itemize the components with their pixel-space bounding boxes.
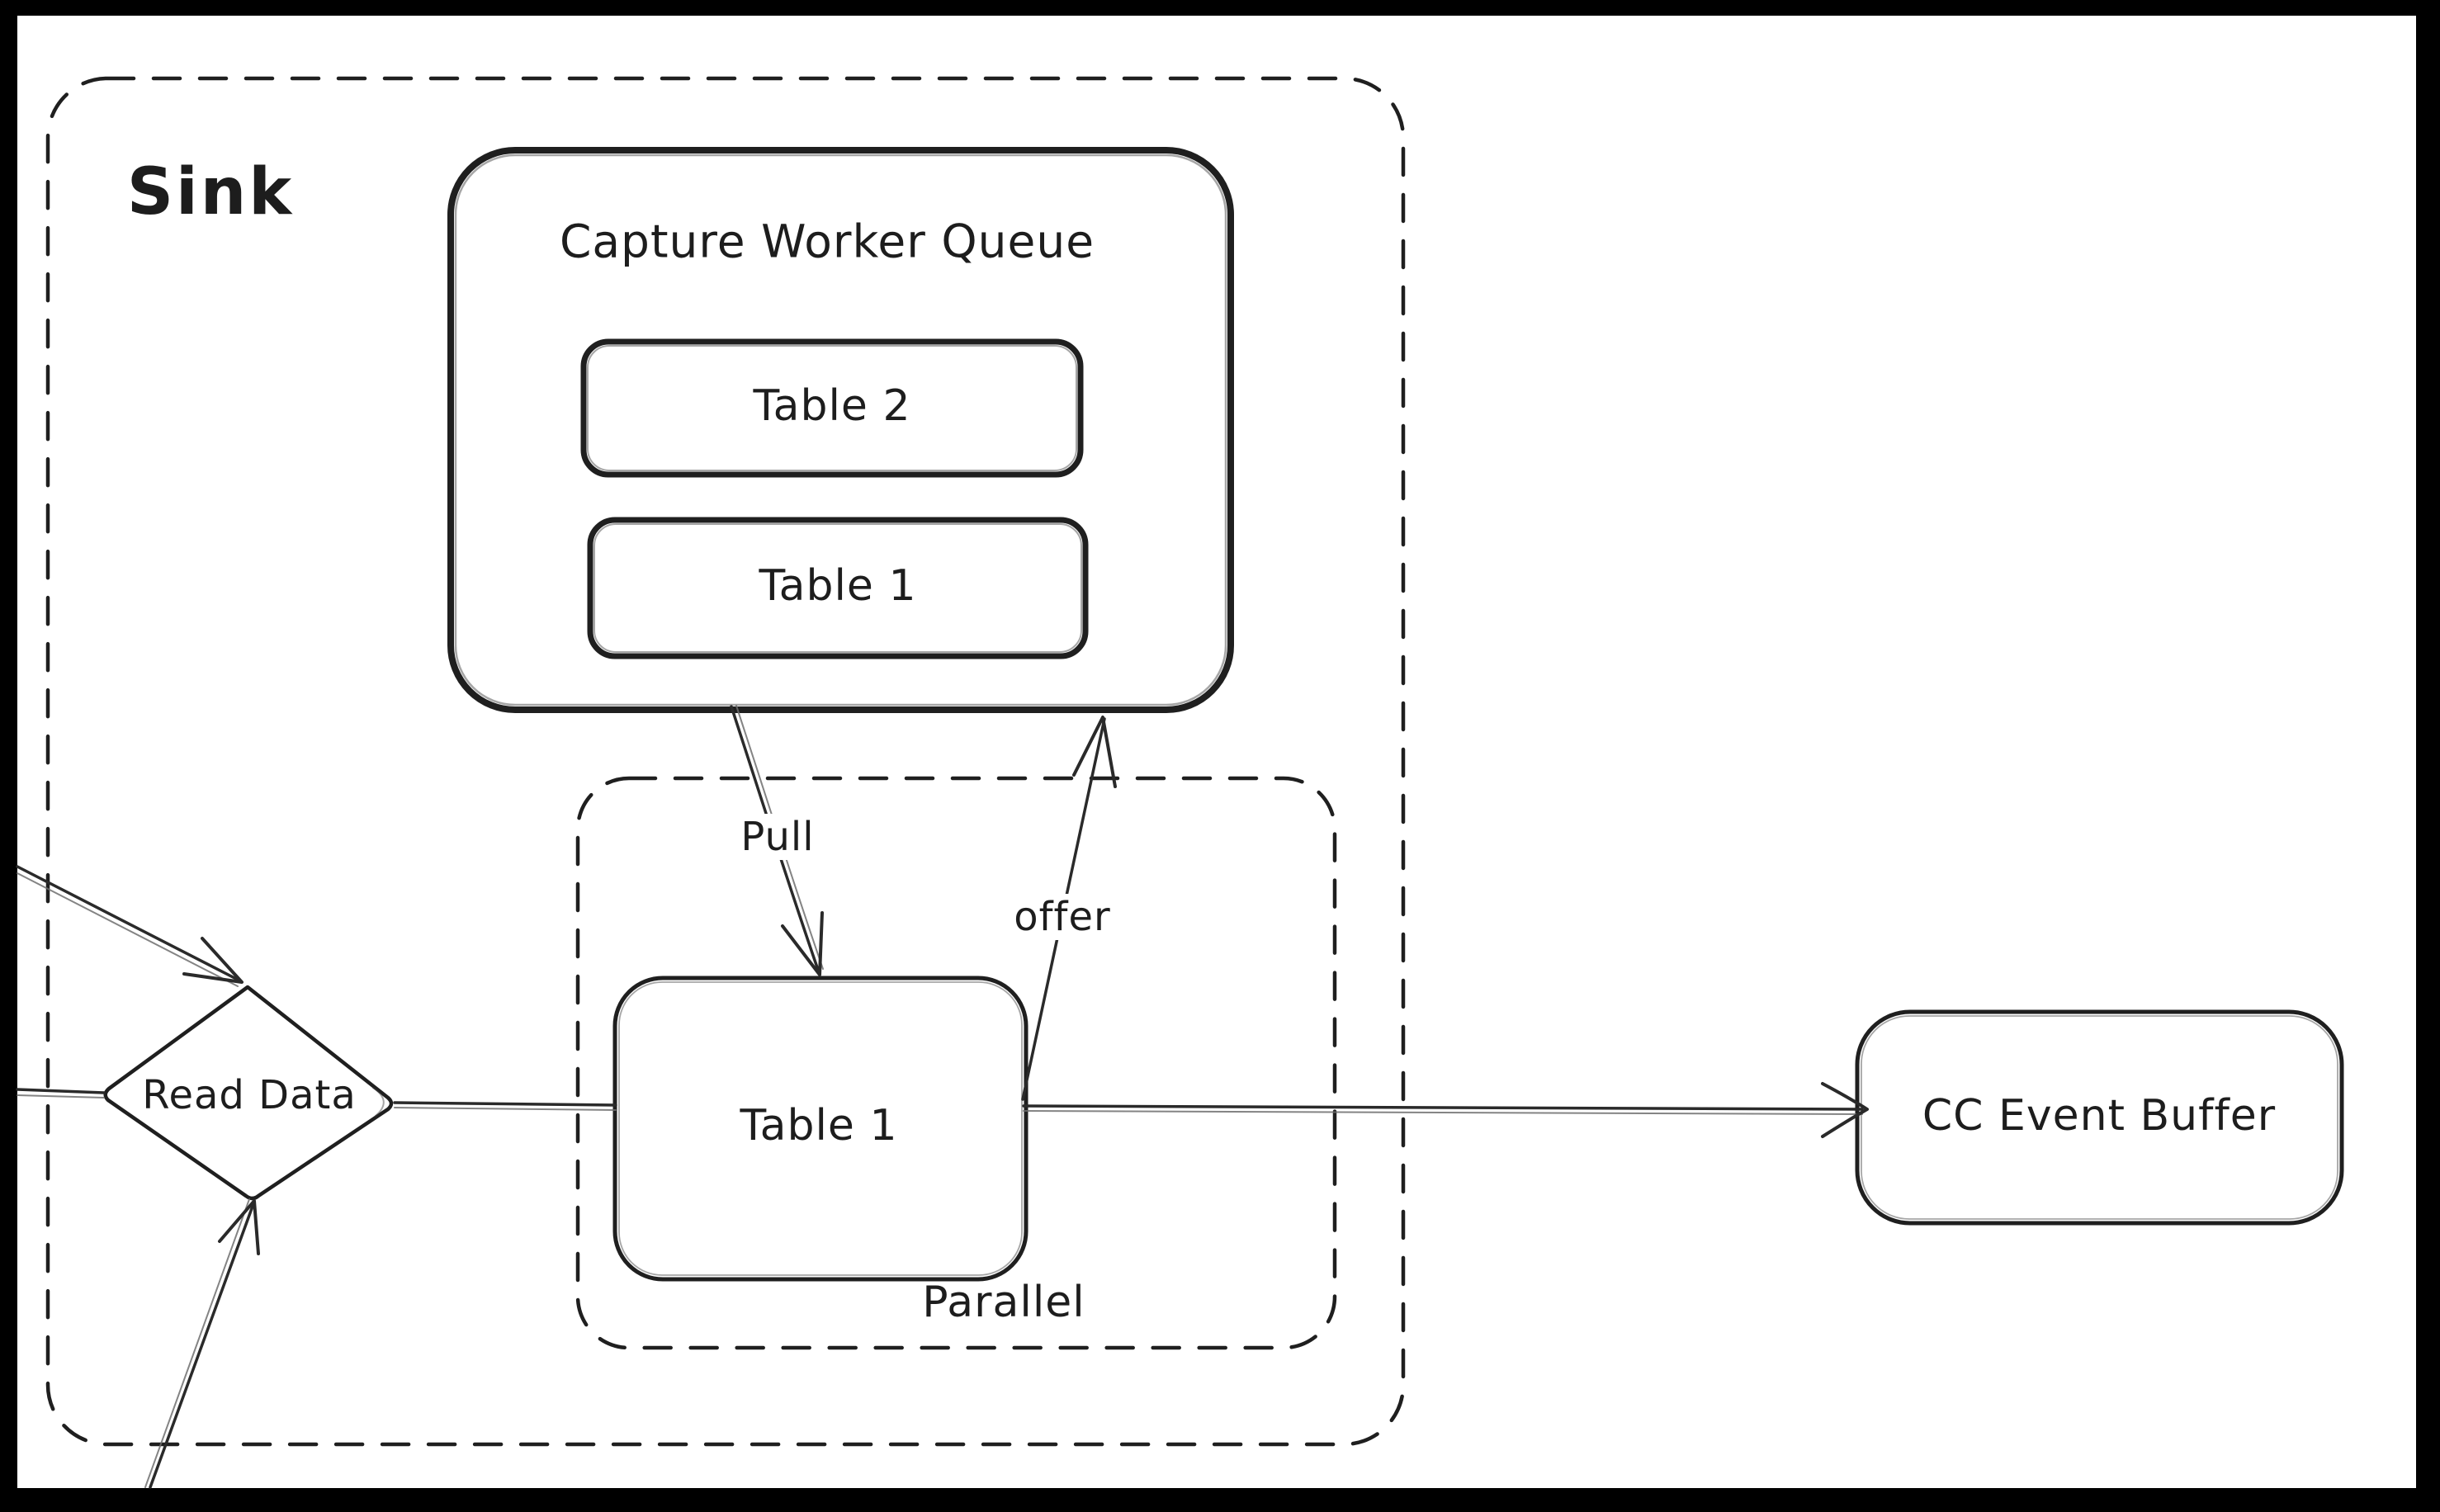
read-data-label: Read Data bbox=[142, 1072, 357, 1118]
read-data-to-table1-connector-echo bbox=[394, 1107, 617, 1111]
capture-worker-queue-title: Capture Worker Queue bbox=[559, 215, 1095, 268]
queue-item-table-2-sketch-echo bbox=[587, 345, 1077, 471]
parallel-group-outline bbox=[575, 776, 1337, 1350]
worker-table-1-sketch-echo bbox=[618, 981, 1023, 1276]
queue-item-table-2-label: Table 2 bbox=[753, 381, 911, 431]
queue-item-table-2-box bbox=[580, 338, 1084, 478]
offer-edge-label: offer bbox=[1004, 894, 1121, 940]
queue-item-table-1-label: Table 1 bbox=[759, 561, 917, 611]
worker-table-1-box bbox=[612, 976, 1028, 1282]
worker-table-1-label: Table 1 bbox=[740, 1101, 898, 1151]
inbound-arrow-bottom-left-arrowhead bbox=[218, 1199, 260, 1255]
inbound-arrow-bottom-left-line bbox=[149, 1200, 256, 1489]
cc-event-buffer-box bbox=[1855, 1009, 2344, 1226]
read-data-diamond-sketch-echo bbox=[372, 1087, 385, 1117]
table1-to-buffer-arrow-line-echo bbox=[1023, 1110, 1863, 1115]
capture-worker-queue-box bbox=[447, 147, 1234, 713]
sink-group-label: Sink bbox=[126, 155, 295, 229]
cc-event-buffer-sketch-echo bbox=[1861, 1015, 2338, 1220]
inbound-arrow-top-left-line-echo bbox=[17, 872, 239, 987]
cc-event-buffer-label: CC Event Buffer bbox=[1922, 1091, 2277, 1141]
offer-arrowhead bbox=[1072, 716, 1117, 788]
diagram-canvas bbox=[17, 16, 2416, 1488]
inbound-line-left bbox=[16, 1088, 106, 1094]
queue-item-table-1-sketch-echo bbox=[593, 523, 1082, 653]
capture-worker-queue-box-sketch-echo bbox=[454, 154, 1227, 706]
inbound-arrow-bottom-left-line-echo bbox=[144, 1198, 250, 1488]
pull-edge-label: Pull bbox=[731, 814, 825, 860]
parallel-group-label: Parallel bbox=[922, 1278, 1085, 1327]
sink-group-outline bbox=[45, 76, 1406, 1447]
queue-item-table-1-box bbox=[587, 517, 1089, 659]
inbound-arrow-top-left-arrowhead bbox=[182, 937, 244, 984]
inbound-line-left-echo bbox=[17, 1094, 105, 1099]
table1-to-buffer-arrowhead bbox=[1821, 1082, 1869, 1138]
inbound-arrow-top-left-line bbox=[16, 865, 243, 983]
pull-arrowhead bbox=[781, 911, 824, 976]
read-data-to-table1-connector bbox=[393, 1101, 617, 1107]
read-data-diamond bbox=[103, 985, 394, 1201]
table1-to-buffer-arrow-line bbox=[1022, 1104, 1864, 1111]
